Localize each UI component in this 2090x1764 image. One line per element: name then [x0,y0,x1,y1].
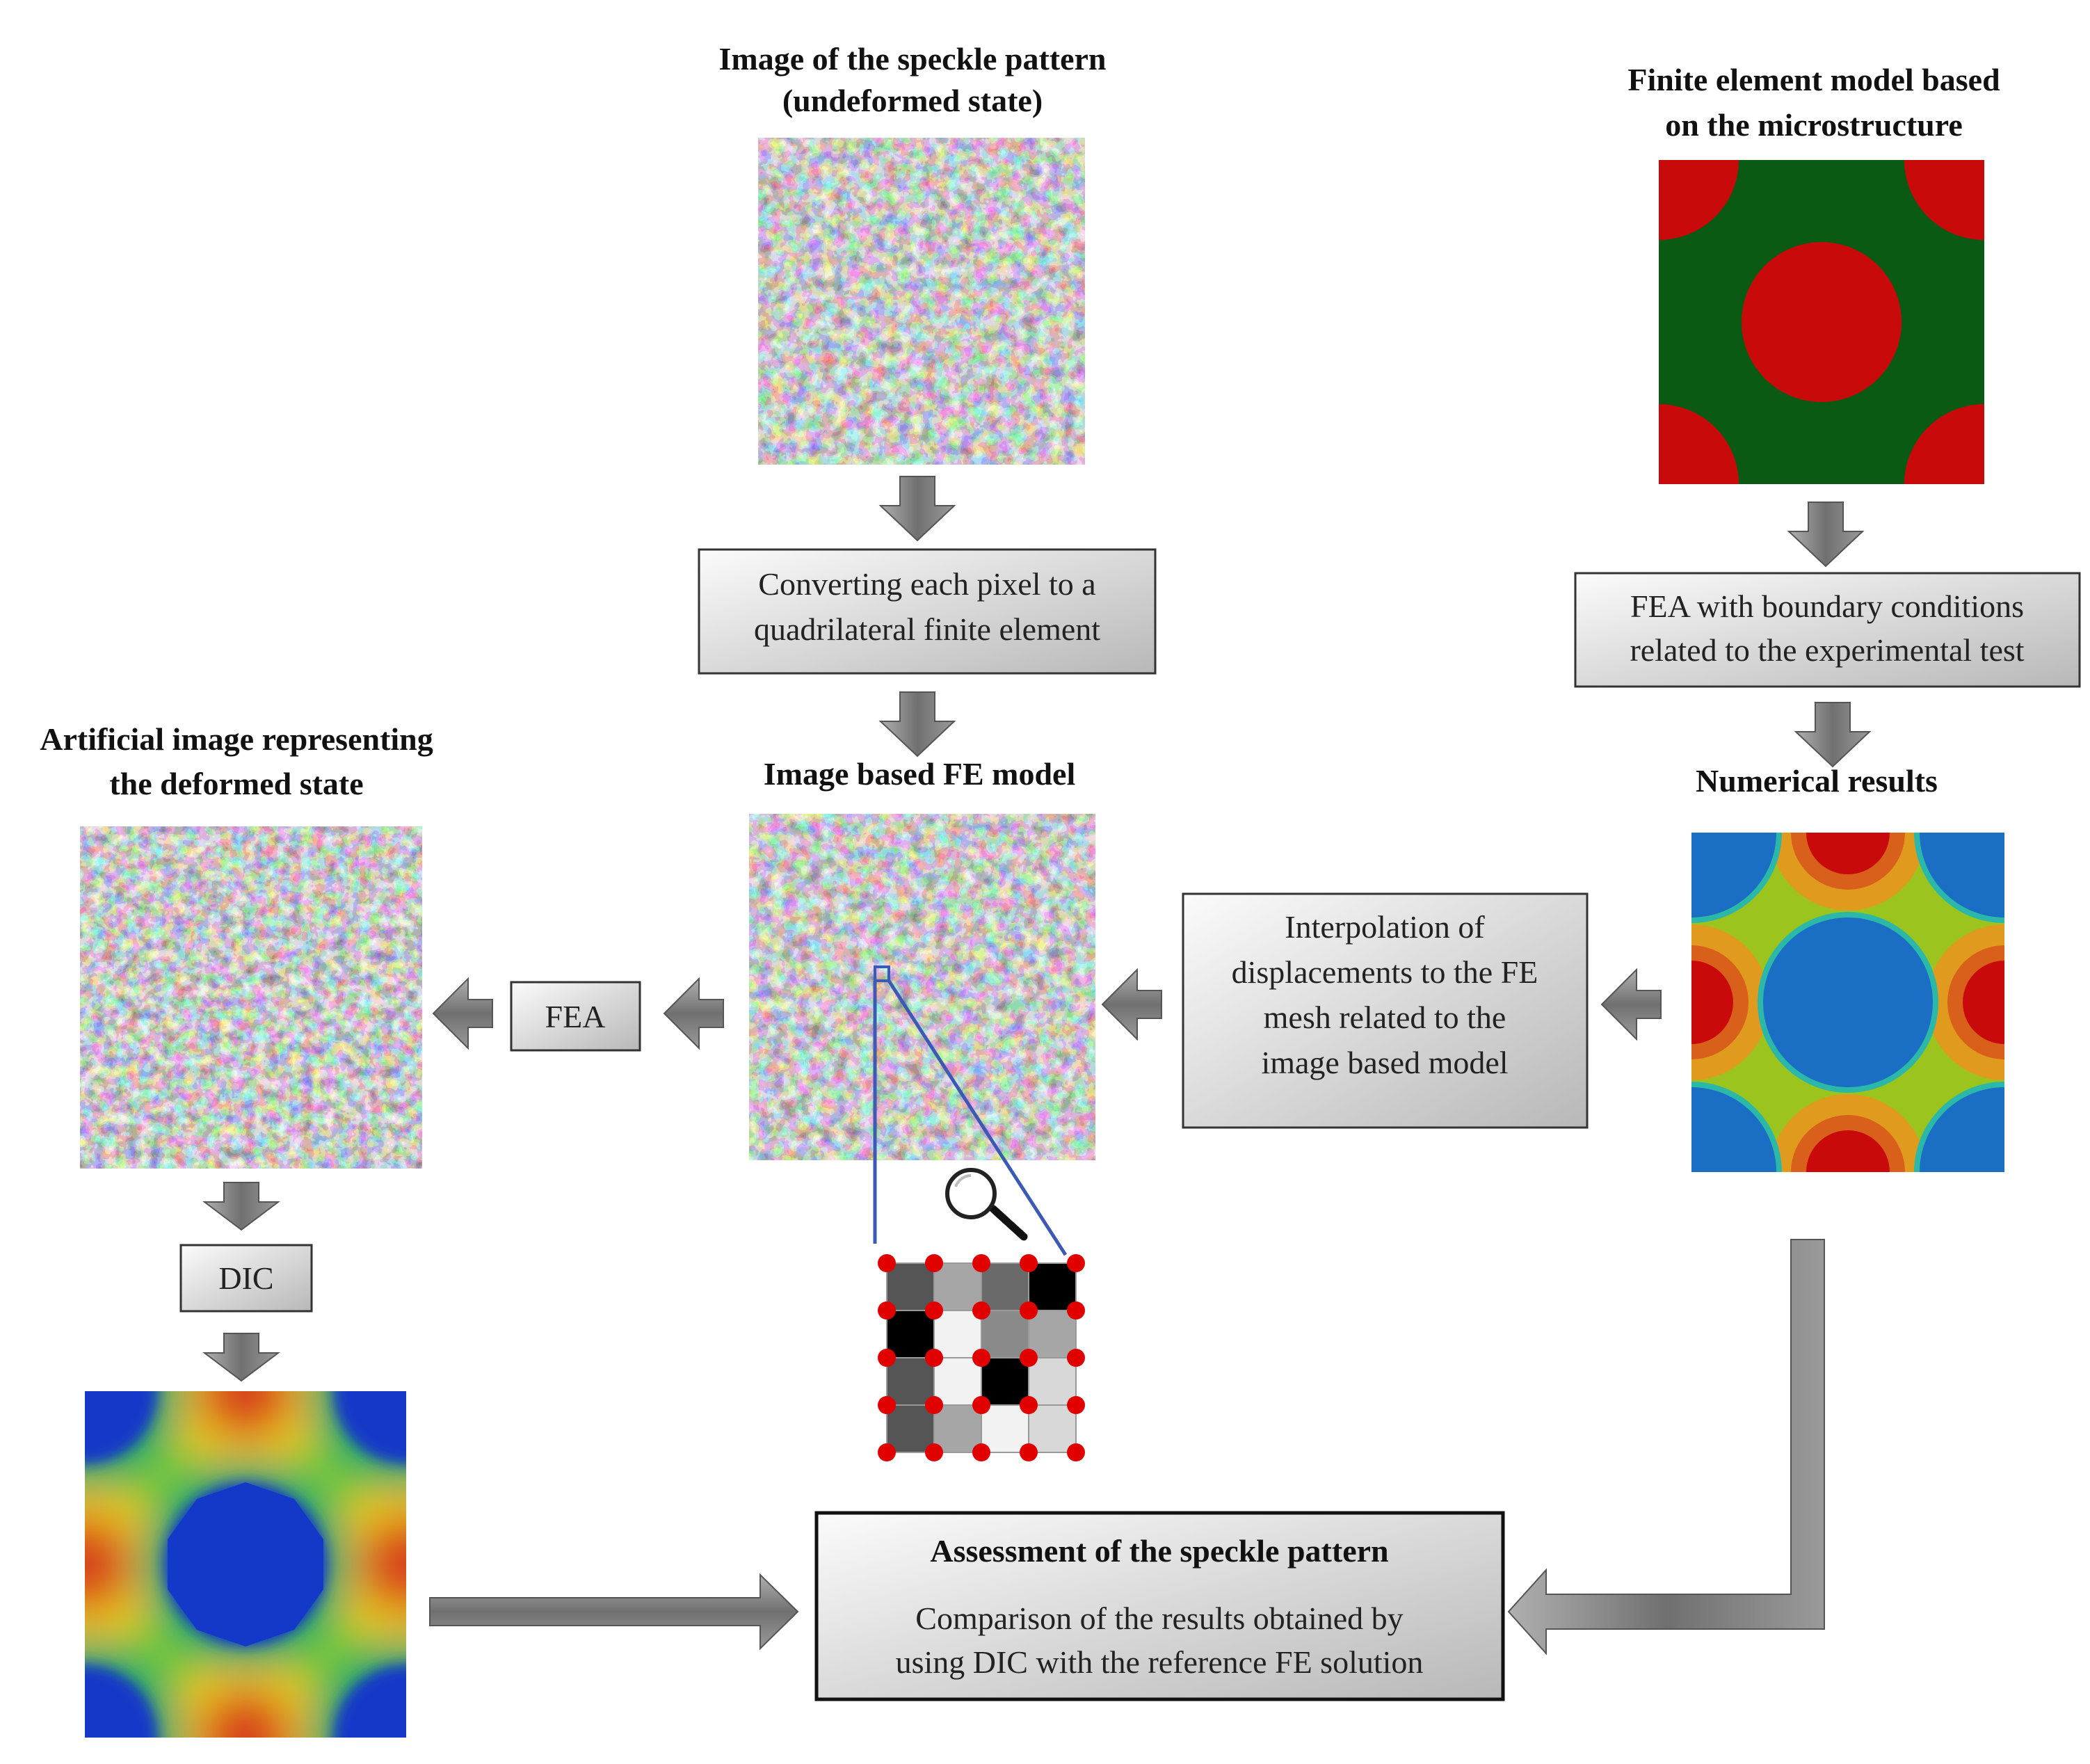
mesh-node [925,1349,943,1367]
mesh-node [972,1396,990,1414]
mesh-node [878,1254,896,1272]
mesh-element [1028,1404,1077,1453]
arrow-down-fem-to-fea [1787,502,1865,568]
image-fe-model-title: Image based FE model [764,756,1076,792]
fea-box: FEA [510,981,641,1052]
arrow-left-interp-to-fe [1101,968,1162,1041]
mesh-node [925,1443,943,1461]
mesh-node [925,1396,943,1414]
mesh-element [981,1262,1029,1311]
dic-label: DIC [218,1260,273,1296]
arrow-left-numerical-to-interp [1600,968,1662,1041]
mesh-element [981,1404,1029,1453]
converting-pixels-line1: Converting each pixel to a [758,566,1095,602]
mesh-node [972,1254,990,1272]
mesh-node [1020,1301,1038,1320]
converting-pixels-line2: quadrilateral finite element [754,611,1100,647]
mesh-element [933,1404,982,1453]
arrow-left-fea-to-artificial [432,977,493,1050]
interp-line1: Interpolation of [1285,909,1485,945]
fem-model-title: Finite element model based [1627,62,2000,97]
assessment-title: Assessment of the speckle pattern [930,1533,1388,1569]
zoom-region-marker [874,965,890,982]
speckle-image-deformed [80,826,422,1169]
fea-label: FEA [545,999,606,1034]
fea-bc-line1: FEA with boundary conditions [1630,588,2024,624]
mesh-element [886,1310,935,1358]
mesh-element [1028,1262,1077,1311]
mesh-node [1067,1443,1085,1461]
mesh-node [878,1396,896,1414]
mesh-node [878,1443,896,1461]
numerical-results-contour [1691,833,2004,1172]
dic-result-contour [85,1391,406,1738]
interp-line3: mesh related to the [1264,1000,1506,1035]
mesh-node [878,1349,896,1367]
speckle-image-title: Image of the speckle pattern [718,41,1106,77]
mesh-element [933,1310,982,1358]
converting-pixels-box: Converting each pixel to a quadrilateral… [698,548,1157,675]
assessment-line2: using DIC with the reference FE solution [896,1644,1424,1680]
mesh-element [933,1357,982,1406]
mesh-node [1020,1443,1038,1461]
mesh-node [972,1443,990,1461]
artificial-image-subtitle: the deformed state [109,766,363,801]
interpolation-box: Interpolation of displacements to the FE… [1182,892,1589,1129]
arrow-down-converting-to-fe [878,691,956,757]
numerical-results-title: Numerical results [1696,763,1938,799]
arrow-down-artificial-to-dic [202,1182,280,1231]
arrow-down-speckle-to-converting [878,476,956,542]
mesh-node [878,1301,896,1320]
mesh-element [886,1404,935,1453]
arrow-left-fe-to-fea [663,977,724,1050]
mesh-node [1067,1254,1085,1272]
mesh-element [981,1357,1029,1406]
fem-model-subtitle: on the microstructure [1665,107,1963,143]
interp-line2: displacements to the FE [1232,954,1538,990]
arrow-numerical-to-assessment [1507,1239,1825,1655]
magnifier-icon [945,1168,1028,1241]
mesh-node [972,1349,990,1367]
mesh-node [1067,1301,1085,1320]
assessment-line1: Comparison of the results obtained by [915,1601,1403,1636]
speckle-image-fe-model [749,814,1095,1160]
speckle-image-undeformed [758,138,1085,465]
arrow-dic-to-assessment [429,1573,799,1651]
mesh-node [972,1301,990,1320]
mesh-node [925,1301,943,1320]
mesh-element [1028,1357,1077,1406]
pixel-element-mesh [878,1254,1085,1461]
dic-box: DIC [179,1244,313,1313]
mesh-node [1067,1396,1085,1414]
fea-bc-line2: related to the experimental test [1630,632,2024,668]
zoom-line-right [887,979,1068,1256]
mesh-node [1020,1396,1038,1414]
interp-line4: image based model [1261,1045,1508,1080]
mesh-element [933,1262,982,1311]
mesh-element [1028,1310,1077,1358]
mesh-node [1067,1349,1085,1367]
mesh-element [981,1310,1029,1358]
arrow-down-dic-to-result [202,1333,280,1382]
assessment-box: Assessment of the speckle pattern Compar… [814,1511,1505,1701]
mesh-element [886,1357,935,1406]
mesh-node [1020,1254,1038,1272]
artificial-image-title: Artificial image representing [40,721,433,757]
arrow-down-fea-to-numerical [1794,702,1872,768]
fe-microstructure-model [1659,160,1984,484]
mesh-node [925,1254,943,1272]
mesh-element [886,1262,935,1311]
speckle-image-subtitle: (undeformed state) [782,83,1043,118]
fea-boundary-conditions-box: FEA with boundary conditions related to … [1574,572,2081,688]
mesh-node [1020,1349,1038,1367]
